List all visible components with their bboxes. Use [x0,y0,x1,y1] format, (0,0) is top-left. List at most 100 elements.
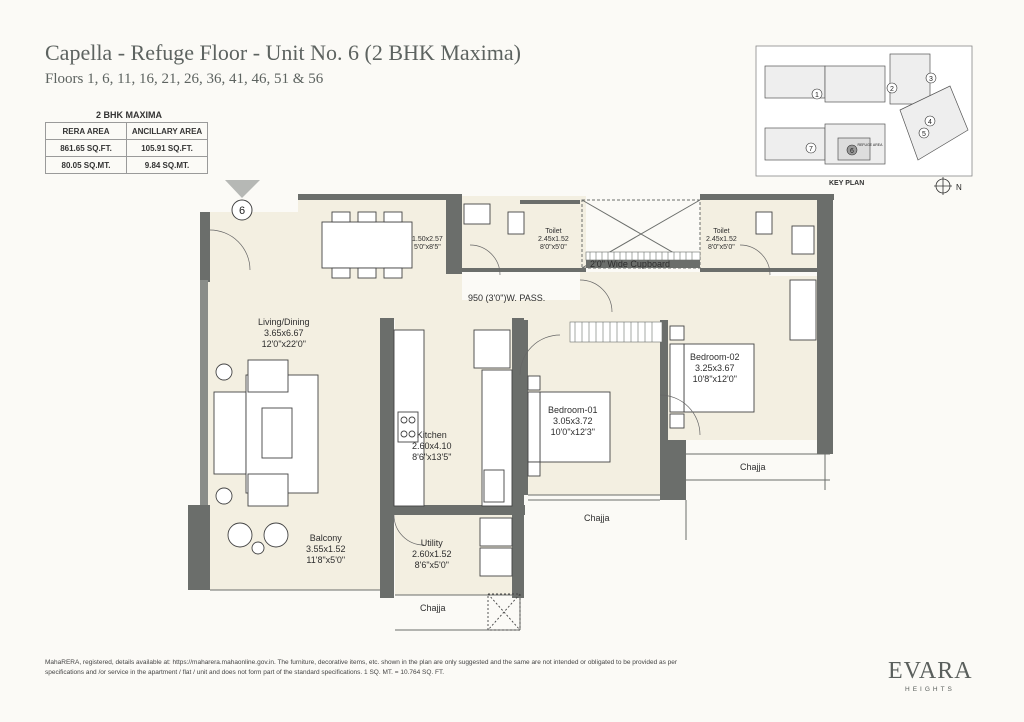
door-swings [209,229,771,546]
svg-text:2: 2 [890,86,894,93]
coffee-table [261,407,293,459]
room-imperial: 12'0"x22'0" [261,339,306,349]
chajja-middle-label: Chajja [584,513,610,523]
svg-text:REFUGE AREA: REFUGE AREA [858,143,884,147]
furniture [213,203,817,631]
room-name: Bedroom-01 [548,405,598,415]
disclaimer: MahaRERA, registered, details available … [45,659,678,676]
room-kitchen: Kitchen 2.60x4.10 8'6"x13'5" [412,430,452,463]
room-name: Bedroom-02 [690,352,740,362]
chajja-right-label: Chajja [740,462,766,472]
balcony-table [251,541,265,555]
dining-note-imperial: 5'0"x8'5" [414,244,441,251]
svg-text:6: 6 [850,148,854,155]
room-imperial: 8'0"x5'0" [708,244,735,251]
bed-1-headboard [527,391,541,463]
balcony-chair [227,522,253,548]
room-name: Toilet [713,228,730,235]
walls [188,194,834,598]
key-plan-caption: KEY PLAN [829,180,865,187]
sink [483,469,505,503]
chajja-bottom-label: Chajja [420,603,446,613]
armchair [247,359,289,393]
room-metric: 2.45x1.52 [538,236,569,243]
bedside [527,461,541,477]
room-metric: 3.25x3.67 [694,363,735,373]
room-name: Kitchen [416,430,447,440]
dining-chair [383,211,403,223]
unit-marker: 6 [225,180,260,221]
area-table-header: RERA AREA ANCILLARY AREA [45,122,208,140]
unit-marker-number: 6 [239,205,245,217]
room-utility: Utility 2.60x1.52 8'6"x5'0" [412,538,452,571]
washing-machine [479,547,513,577]
area-table: RERA AREA ANCILLARY AREA 861.65 SQ.FT. 1… [45,122,208,174]
room-toilet-1: Toilet 2.45x1.52 8'0"x5'0" [538,228,569,252]
ancillary-sqmt: 9.84 SQ.MT. [126,156,208,174]
room-imperial: 10'8"x12'0" [692,374,737,384]
bed-2 [683,343,755,413]
dining-chair [331,211,351,223]
dining-note-metric: 1.50x2.57 [412,236,443,243]
room-name: Utility [420,538,443,548]
brand-logo: EVARA [888,658,973,684]
dining-note: 1.50x2.57 5'0"x8'5" [412,236,443,252]
dining-chair [357,267,377,279]
compass-icon: N [934,177,962,195]
table-row: 80.05 SQ.MT. 9.84 SQ.MT. [45,156,208,174]
toilet-1-basin [463,203,491,225]
bedside [669,325,685,341]
page-subtitle: Floors 1, 6, 11, 16, 21, 26, 36, 41, 46,… [45,71,324,87]
room-imperial: 11'8"x5'0" [306,555,346,565]
room-toilet-2: Toilet 2.45x1.52 8'0"x5'0" [706,228,737,252]
room-bedroom-02: Bedroom-02 3.25x3.67 10'8"x12'0" [690,352,740,385]
svg-text:1: 1 [815,92,819,99]
room-metric: 2.60x1.52 [412,549,452,559]
room-imperial: 8'6"x13'5" [412,452,452,462]
fridge [473,329,511,369]
room-metric: 3.55x1.52 [306,544,346,554]
cupboard [569,251,701,343]
svg-text:4: 4 [928,119,932,126]
washing-machine [479,517,513,547]
room-metric: 3.65x6.67 [263,328,304,338]
toilet-2-wc [755,211,773,235]
svg-text:7: 7 [809,146,813,153]
wardrobe [789,279,817,341]
page-title: Capella - Refuge Floor - Unit No. 6 (2 B… [45,40,521,65]
room-imperial: 8'6"x5'0" [414,560,449,570]
svg-text:3: 3 [929,76,933,83]
brand-logo-subtitle: HEIGHTS [905,686,955,693]
bedside [527,375,541,391]
svg-text:N: N [956,183,962,192]
dining-chair [331,267,351,279]
room-metric: 2.45x1.52 [706,236,737,243]
cupboard-label: 2'0" Wide Cupboard [590,259,670,269]
room-metric: 2.60x4.10 [412,441,452,451]
side-table [215,363,233,381]
room-living: Living/Dining 3.65x6.67 12'0"x22'0" [258,317,310,350]
toilet-1-wc [507,211,525,235]
room-metric: 3.05x3.72 [552,416,593,426]
room-imperial: 10'0"x12'3" [550,427,595,437]
armchair [247,473,289,507]
room-name: Balcony [309,533,342,543]
room-balcony: Balcony 3.55x1.52 11'8"x5'0" [306,533,346,566]
side-table [215,487,233,505]
dining-table [321,221,413,269]
toilet-2-basin [791,225,815,255]
room-bedroom-01: Bedroom-01 3.05x3.72 10'0"x12'3" [548,405,598,438]
dining-chair [383,267,403,279]
sofa [213,391,247,475]
dining-chair [357,211,377,223]
svg-text:5: 5 [922,131,926,138]
bedside [669,413,685,429]
room-name: Toilet [545,228,562,235]
key-plan: 1 2 3 4 5 6 7 REFUGE AREA [755,45,973,177]
shaft [487,593,521,631]
balcony-chair [263,522,289,548]
area-table-caption: 2 BHK MAXIMA [96,110,163,120]
room-imperial: 8'0"x5'0" [540,244,567,251]
passage-label: 950 (3'0")W. PASS. [468,293,546,303]
